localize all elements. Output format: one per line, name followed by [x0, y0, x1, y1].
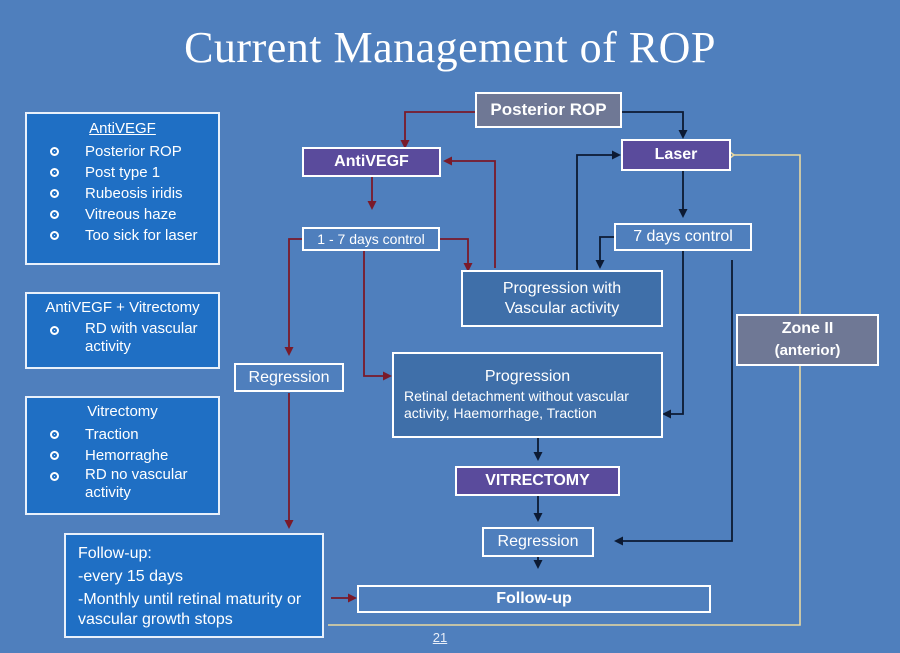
list-item: Posterior ROP: [31, 141, 214, 162]
antivegf-panel-title: AntiVEGF: [89, 120, 156, 137]
antivegf-vitrectomy-list: RD with vascular activity: [31, 320, 214, 356]
arrow-posterior-to-antivegf: [400, 111, 475, 149]
arrow-progression-vascular-to-laser: [576, 150, 621, 270]
regression-bottom-box: Regression: [482, 527, 594, 557]
arrow-control-to-progression-vascular: [440, 238, 473, 272]
progression-vascular-label: Progression with Vascular activity: [502, 279, 622, 317]
control-laser-box: 7 days control: [614, 223, 752, 251]
followup-schedule-panel: Follow-up: -every 15 days -Monthly until…: [64, 533, 324, 638]
followup-box: Follow-up: [357, 585, 711, 613]
progression-box: Progression Retinal detachment without v…: [392, 352, 663, 438]
progression-title: Progression: [484, 368, 571, 385]
antivegf-vitrectomy-panel: AntiVEGF + Vitrectomy RD with vascular a…: [25, 292, 220, 369]
posterior-rop-box: Posterior ROP: [475, 92, 622, 128]
list-item: RD with vascular activity: [31, 320, 214, 356]
vitrectomy-panel: Vitrectomy Traction Hemorraghe RD no vas…: [25, 396, 220, 515]
followup-line-2: -Monthly until retinal maturity or vascu…: [78, 591, 302, 628]
arrow-control-to-regression: [284, 238, 302, 356]
followup-line-1: -every 15 days: [78, 568, 183, 585]
list-item: Post type 1: [31, 162, 214, 183]
arrow-progression-to-antivegf: [443, 156, 496, 268]
vitrectomy-panel-title: Vitrectomy: [87, 403, 158, 420]
antivegf-indications-list: Posterior ROP Post type 1 Rubeosis iridi…: [31, 141, 214, 246]
arrow-control-to-progression-vascular: [595, 236, 614, 269]
zone-ii-subtitle: (anterior): [774, 342, 841, 359]
list-item: RD no vascular activity: [31, 466, 214, 502]
progression-vascular-box: Progression with Vascular activity: [461, 270, 663, 327]
arrow-followup-to-laser: [328, 155, 801, 626]
antivegf-vitrectomy-title: AntiVEGF + Vitrectomy: [45, 299, 200, 316]
page-number: 21: [432, 630, 448, 645]
laser-box: Laser: [621, 139, 731, 171]
list-item: Rubeosis iridis: [31, 183, 214, 204]
vitrectomy-list: Traction Hemorraghe RD no vascular activ…: [31, 424, 214, 502]
control-antivegf-box: 1 - 7 days control: [302, 227, 440, 251]
list-item: Hemorraghe: [31, 445, 214, 466]
arrow-control-to-regression: [614, 260, 733, 546]
zone-ii-box: Zone II (anterior): [736, 314, 879, 366]
antivegf-box: AntiVEGF: [302, 147, 441, 177]
arrow-control-to-progression: [662, 251, 684, 419]
list-item: Traction: [31, 424, 214, 445]
regression-left-box: Regression: [234, 363, 344, 392]
antivegf-indications-panel: AntiVEGF Posterior ROP Post type 1 Rubeo…: [25, 112, 220, 265]
zone-ii-title: Zone II: [781, 320, 834, 337]
list-item: Too sick for laser: [31, 225, 214, 246]
followup-panel-title: Follow-up:: [78, 545, 152, 562]
progression-detail: Retinal detachment without vascular acti…: [404, 388, 629, 421]
slide-title: Current Management of ROP: [184, 23, 716, 72]
arrow-control-to-progression: [363, 251, 392, 381]
vitrectomy-box: VITRECTOMY: [455, 466, 620, 496]
list-item: Vitreous haze: [31, 204, 214, 225]
arrow-posterior-to-laser: [622, 111, 688, 139]
